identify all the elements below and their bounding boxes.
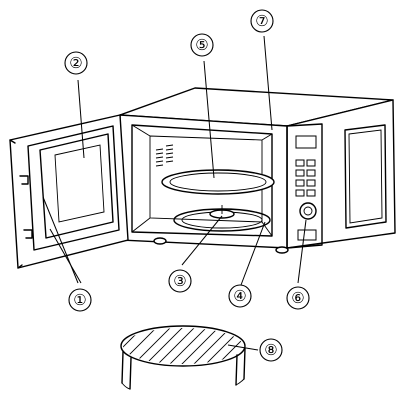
callout-1: ①: [68, 288, 92, 312]
svg-text:⑦: ⑦: [255, 12, 268, 30]
callout-4: ④: [228, 284, 252, 308]
svg-text:①: ①: [73, 291, 86, 309]
callout-5: ⑤: [190, 33, 214, 57]
control-knob: [299, 202, 317, 220]
door: [9, 114, 129, 269]
callout-3: ③: [168, 269, 192, 293]
svg-text:②: ②: [69, 54, 82, 72]
svg-text:⑥: ⑥: [291, 289, 304, 307]
callout-2: ②: [64, 51, 88, 75]
svg-text:③: ③: [173, 272, 186, 290]
grill-rack: [120, 325, 246, 390]
turntable-assembly: [161, 169, 275, 232]
svg-text:⑧: ⑧: [264, 341, 277, 359]
cavity-vents: [155, 144, 174, 167]
svg-text:⑤: ⑤: [195, 36, 208, 54]
callout-7: ⑦: [250, 9, 274, 33]
callout-6: ⑥: [286, 286, 310, 310]
callout-leaders: [42, 35, 307, 351]
microwave-body: [119, 87, 396, 254]
svg-text:④: ④: [233, 287, 246, 305]
callout-8: ⑧: [259, 338, 283, 362]
control-panel: [286, 123, 323, 249]
